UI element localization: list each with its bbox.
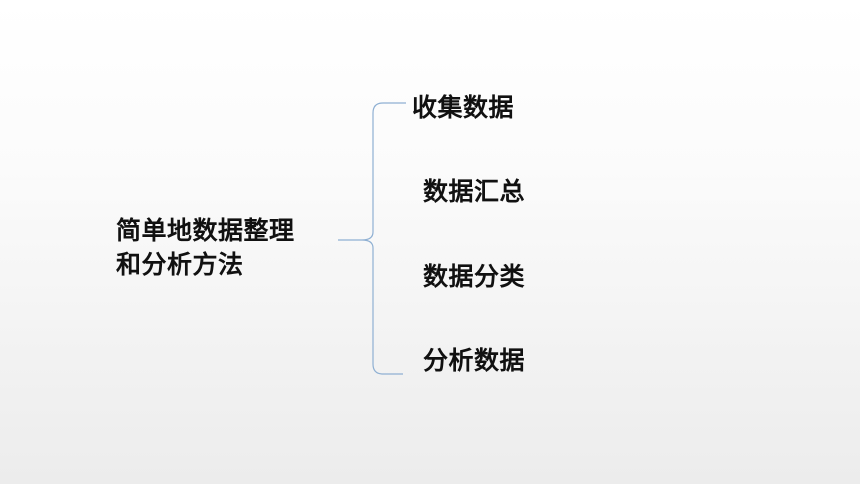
branch-data-classification: 数据分类 [423,262,526,291]
main-topic-line-2: 和分析方法 [116,250,244,279]
branch-data-summary: 数据汇总 [423,177,526,206]
main-topic-line-1: 简单地数据整理 [116,216,295,245]
branch-collect-data: 收集数据 [412,93,515,122]
brace-path [338,102,406,375]
branch-analyze-data: 分析数据 [423,346,526,375]
main-topic: 简单地数据整理 和分析方法 [116,214,295,282]
